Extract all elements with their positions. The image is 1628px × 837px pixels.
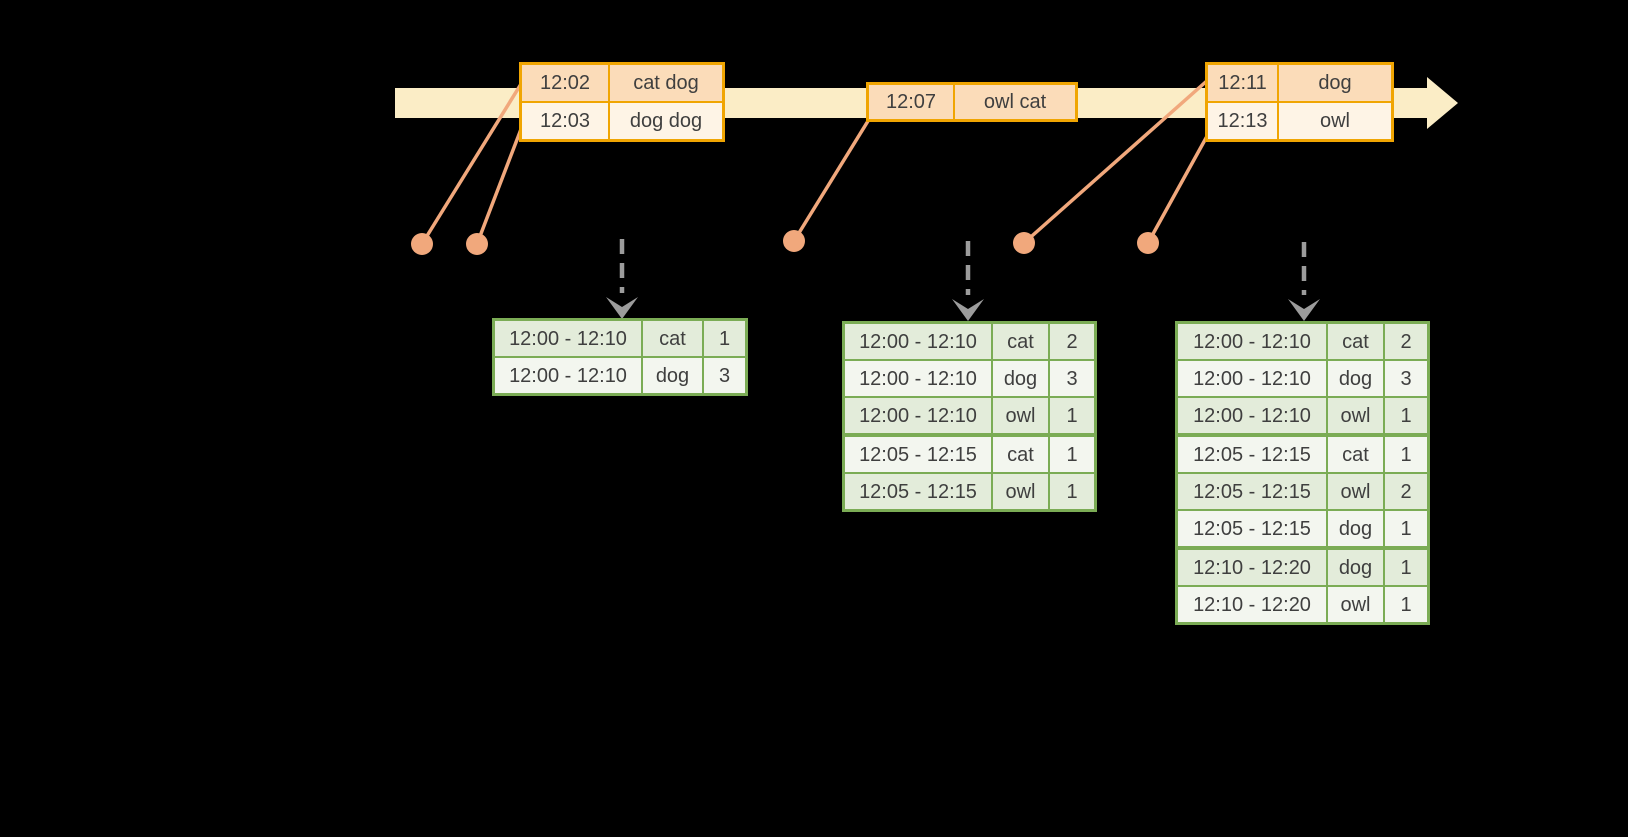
table-cell-window: 12:00 - 12:10 — [845, 324, 991, 359]
table-cell-time: 12:03 — [522, 103, 608, 139]
table-cell-word: dog — [643, 358, 702, 393]
event-marker-dot — [411, 233, 433, 255]
table-cell-words: owl cat — [955, 85, 1075, 119]
trigger-arrowhead — [606, 297, 638, 319]
table-cell-window: 12:00 - 12:10 — [845, 361, 991, 396]
table-cell-word: owl — [1328, 398, 1383, 433]
table-cell-word: owl — [1328, 474, 1383, 509]
table-cell-window: 12:00 - 12:10 — [495, 358, 641, 393]
table-cell-count: 3 — [1385, 361, 1427, 396]
table-cell-count: 1 — [1385, 587, 1427, 622]
table-cell-word: cat — [1328, 437, 1383, 472]
table-cell-word: dog — [993, 361, 1048, 396]
table-cell-window: 12:00 - 12:10 — [1178, 361, 1326, 396]
table-cell-count: 1 — [1385, 398, 1427, 433]
table-cell-time: 12:13 — [1208, 103, 1277, 139]
table-cell-words: dog — [1279, 65, 1391, 101]
timeline-arrowhead — [1427, 77, 1458, 129]
table-cell-window: 12:00 - 12:10 — [1178, 398, 1326, 433]
table-cell-window: 12:10 - 12:20 — [1178, 550, 1326, 585]
table-cell-count: 3 — [1050, 361, 1094, 396]
table-cell-count: 2 — [1050, 324, 1094, 359]
table-cell-word: dog — [1328, 511, 1383, 546]
table-cell-time: 12:11 — [1208, 65, 1277, 101]
table-cell-time: 12:07 — [869, 85, 953, 119]
table-cell-count: 1 — [1050, 474, 1094, 509]
table-cell-count: 3 — [704, 358, 745, 393]
connector-line — [420, 83, 523, 245]
table-cell-word: cat — [1328, 324, 1383, 359]
table-cell-word: dog — [1328, 361, 1383, 396]
table-cell-words: dog dog — [610, 103, 722, 139]
trigger-arrowhead — [1288, 299, 1320, 321]
table-cell-window: 12:00 - 12:10 — [1178, 324, 1326, 359]
event-marker-dot — [466, 233, 488, 255]
table-cell-count: 1 — [1385, 437, 1427, 472]
table-cell-word: owl — [993, 474, 1048, 509]
table-cell-word: dog — [1328, 550, 1383, 585]
event-marker-dot — [1013, 232, 1035, 254]
table-cell-word: owl — [993, 398, 1048, 433]
table-cell-window: 12:10 - 12:20 — [1178, 587, 1326, 622]
table-cell-window: 12:05 - 12:15 — [1178, 511, 1326, 546]
table-cell-count: 1 — [1050, 398, 1094, 433]
table-cell-count: 1 — [704, 321, 745, 356]
table-cell-window: 12:05 - 12:15 — [1178, 437, 1326, 472]
connector-line — [475, 123, 525, 245]
event-marker-dot — [783, 230, 805, 252]
table-cell-count: 2 — [1385, 474, 1427, 509]
table-cell-word: cat — [643, 321, 702, 356]
table-cell-words: owl — [1279, 103, 1391, 139]
table-cell-word: cat — [993, 437, 1048, 472]
table-cell-words: cat dog — [610, 65, 722, 101]
table-cell-window: 12:00 - 12:10 — [845, 398, 991, 433]
table-cell-window: 12:05 - 12:15 — [845, 474, 991, 509]
connector-line — [792, 120, 870, 242]
table-cell-count: 2 — [1385, 324, 1427, 359]
event-marker-dot — [1137, 232, 1159, 254]
table-cell-count: 1 — [1050, 437, 1094, 472]
trigger-arrowhead — [952, 299, 984, 321]
connector-line — [1022, 77, 1211, 245]
table-cell-word: cat — [993, 324, 1048, 359]
table-cell-time: 12:02 — [522, 65, 608, 101]
table-cell-count: 1 — [1385, 550, 1427, 585]
table-cell-window: 12:00 - 12:10 — [495, 321, 641, 356]
connector-line — [1146, 128, 1213, 244]
table-cell-window: 12:05 - 12:15 — [1178, 474, 1326, 509]
table-cell-word: owl — [1328, 587, 1383, 622]
table-cell-count: 1 — [1385, 511, 1427, 546]
table-cell-window: 12:05 - 12:15 — [845, 437, 991, 472]
